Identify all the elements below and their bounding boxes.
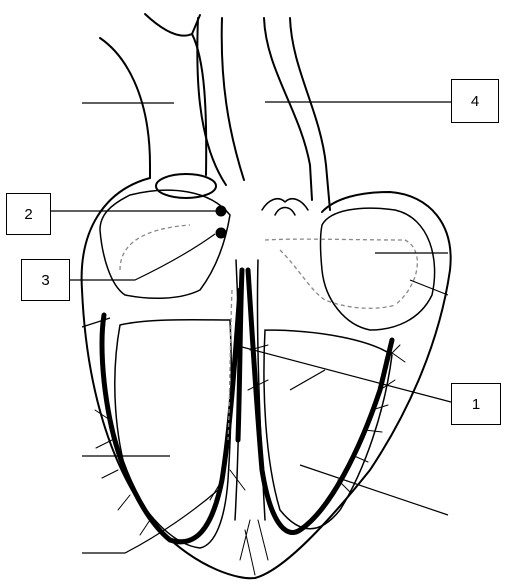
pulmonary-trunk — [264, 18, 312, 200]
right-atrium — [100, 190, 230, 298]
left-bundle-branch — [248, 270, 392, 533]
av-node — [216, 228, 227, 239]
leader-3 — [70, 234, 215, 280]
label-box-2: 2 — [6, 193, 51, 235]
semilunar-valve — [262, 199, 308, 210]
label-3-text: 3 — [41, 272, 49, 289]
purkinje-fibers — [95, 345, 405, 575]
heart-outline — [82, 178, 451, 578]
label-1-text: 1 — [472, 396, 480, 413]
left-atrium — [321, 208, 435, 330]
vena-cava-opening — [156, 174, 216, 198]
label-box-3: 3 — [21, 259, 70, 301]
leader-left-atrium-2 — [410, 280, 448, 295]
label-2-text: 2 — [24, 206, 32, 223]
sa-node — [216, 206, 227, 217]
label-box-4: 4 — [451, 79, 499, 123]
label-4-text: 4 — [471, 93, 479, 110]
label-box-1: 1 — [451, 383, 501, 425]
superior-vena-cava-right-wall — [145, 14, 200, 36]
superior-vena-cava — [100, 38, 150, 178]
leader-right-atrium — [82, 318, 110, 327]
leader-1-a — [242, 347, 451, 402]
leader-1-b — [290, 370, 325, 390]
